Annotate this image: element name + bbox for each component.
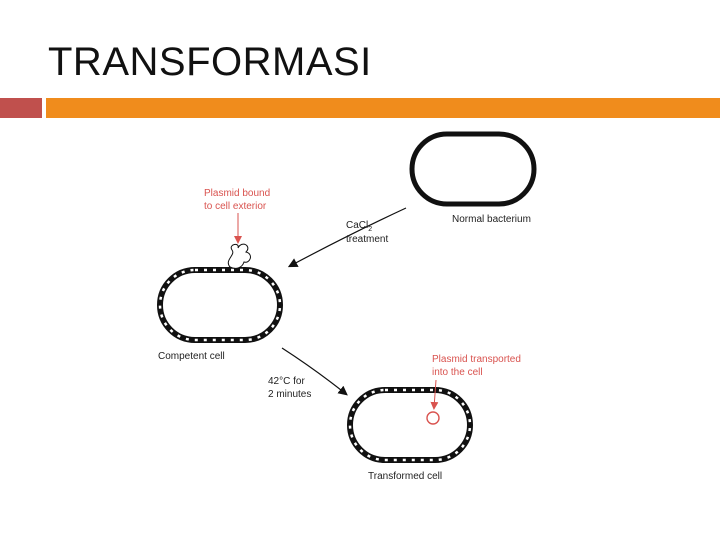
label-cacl2: CaCl2 [346,220,372,233]
label-plasmid-bound-line2: to cell exterior [204,201,267,212]
label-plasmid-bound-line1: Plasmid bound [204,188,270,199]
label-transformed-cell: Transformed cell [368,471,442,482]
transformed-cell [347,387,473,463]
transformation-diagram: Normal bacterium Competent cell Transfor… [150,124,550,494]
label-heat-line1: 42°C for [268,376,305,387]
arrow-heat-shock [281,347,348,396]
bound-plasmid-icon [227,243,251,269]
slide-title: TRANSFORMASI [48,40,372,84]
label-competent-cell: Competent cell [158,351,225,362]
accent-bar-right [46,98,720,118]
diagram-svg: Normal bacterium Competent cell Transfor… [157,131,537,482]
label-plasmid-transported-line1: Plasmid transported [432,354,521,365]
label-normal-bacterium: Normal bacterium [452,214,531,225]
normal-bacterium [409,131,537,207]
accent-bar-left [0,98,42,118]
arrow-cacl2 [287,207,407,268]
competent-cell [157,267,283,343]
label-treatment: treatment [346,234,388,245]
pointer-plasmid-transported [430,379,439,410]
label-plasmid-transported-line2: into the cell [432,367,483,378]
label-heat-line2: 2 minutes [268,389,311,400]
internal-plasmid-icon [426,411,440,425]
